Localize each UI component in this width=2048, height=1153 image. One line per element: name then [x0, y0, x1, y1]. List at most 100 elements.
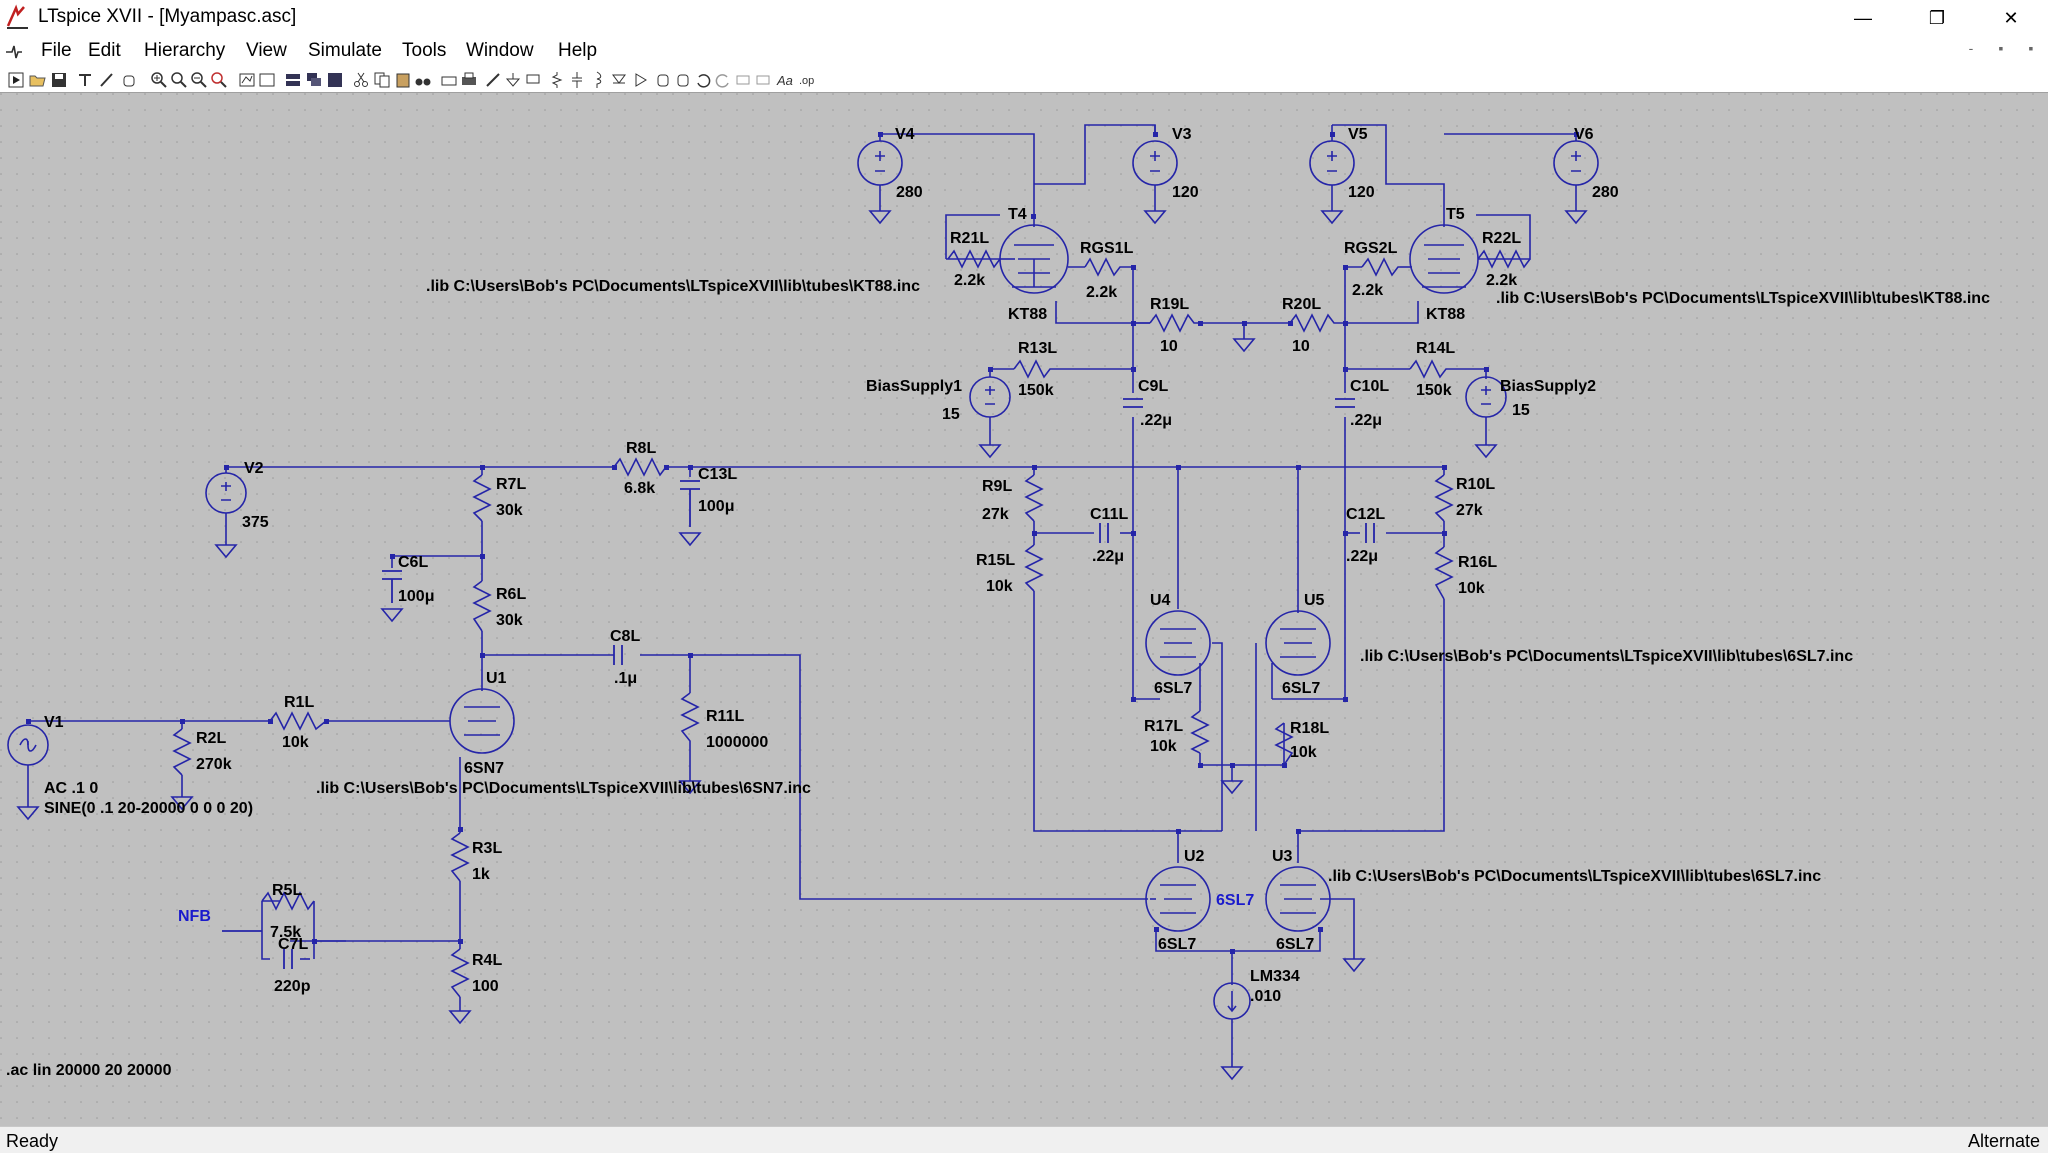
label-r16l: R16L — [1458, 554, 1497, 571]
menu-edit[interactable]: Edit — [88, 40, 121, 61]
print-icon[interactable] — [460, 71, 478, 89]
inductor-icon[interactable] — [588, 71, 606, 89]
mirror-icon[interactable] — [754, 71, 772, 89]
run-icon[interactable] — [8, 71, 26, 89]
label-r3l: R3L — [472, 840, 502, 857]
open-folder-icon[interactable] — [29, 71, 47, 89]
label-net-icon[interactable] — [524, 71, 542, 89]
label-r5l: R5L — [272, 882, 302, 899]
probe-icon[interactable] — [98, 71, 116, 89]
pan-hand-icon[interactable] — [120, 71, 138, 89]
status-text: Ready — [6, 1131, 59, 1151]
label-r5l-value: 7.5k — [270, 924, 301, 941]
menu-simulate[interactable]: Simulate — [308, 40, 382, 61]
ltspice-app-icon[interactable] — [4, 4, 30, 30]
menu-hierarchy[interactable]: Hierarchy — [144, 40, 226, 61]
svg-text:.op: .op — [799, 75, 814, 87]
close-button[interactable]: ✕ — [2003, 7, 2019, 28]
menu-file[interactable]: File — [41, 40, 72, 61]
drag-hand-icon[interactable] — [674, 71, 692, 89]
paste-icon[interactable] — [394, 71, 412, 89]
label-rgs1l: RGS1L — [1080, 240, 1134, 257]
toolbar: Aa .op — [0, 68, 2048, 93]
label-v1: V1 — [44, 714, 64, 731]
ground-icon[interactable] — [504, 71, 522, 89]
label-r2l: R2L — [196, 730, 226, 747]
label-r4l: R4L — [472, 952, 502, 969]
waveform-icon[interactable] — [258, 71, 276, 89]
label-r9l-value: 27k — [982, 506, 1009, 523]
label-u4-model: 6SL7 — [1154, 680, 1192, 697]
label-v1-ac: AC .1 0 — [44, 780, 98, 797]
cascade-icon[interactable] — [305, 71, 323, 89]
label-r17l-value: 10k — [1150, 738, 1177, 755]
schematic-canvas[interactable]: V4 280 V3 120 V5 120 V6 280 T4 KT88 T5 K… — [0, 92, 2048, 1126]
label-u1-model: 6SN7 — [464, 760, 504, 777]
label-v5: V5 — [1348, 126, 1368, 143]
label-r15l: R15L — [976, 552, 1015, 569]
label-r13l: R13L — [1018, 340, 1057, 357]
label-r13l-value: 150k — [1018, 382, 1054, 399]
zoom-in-icon[interactable] — [150, 71, 168, 89]
schematic-document-icon[interactable] — [4, 42, 24, 62]
label-r20l-value: 10 — [1292, 338, 1310, 355]
save-icon[interactable] — [50, 71, 68, 89]
mdi-minimize-button[interactable]: - — [1968, 40, 1974, 56]
label-u2-tag: 6SL7 — [1216, 892, 1254, 909]
undo-icon[interactable] — [694, 71, 712, 89]
component-labels: V4 280 V3 120 V5 120 V6 280 T4 KT88 T5 K… — [6, 126, 1990, 1079]
label-r21l-value: 2.2k — [954, 272, 985, 289]
text-icon[interactable]: Aa — [776, 71, 794, 89]
label-u3: U3 — [1272, 848, 1293, 865]
menu-tools[interactable]: Tools — [402, 40, 447, 61]
capacitor-icon[interactable] — [568, 71, 586, 89]
menu-window[interactable]: Window — [466, 40, 534, 61]
label-t5-model: KT88 — [1426, 306, 1465, 323]
tile-horizontal-icon[interactable] — [284, 71, 302, 89]
move-hand-icon[interactable] — [654, 71, 672, 89]
label-r1l-value: 10k — [282, 734, 309, 751]
zoom-out-icon[interactable] — [190, 71, 208, 89]
label-r10l: R10L — [1456, 476, 1495, 493]
label-r8l: R8L — [626, 440, 656, 457]
label-c11l: C11L — [1090, 506, 1128, 523]
copy-icon[interactable] — [373, 71, 391, 89]
mdi-close-button[interactable]: ▪ — [2028, 40, 2034, 56]
label-u4: U4 — [1150, 592, 1171, 609]
print-preview-icon[interactable] — [440, 71, 458, 89]
resistor-icon[interactable] — [548, 71, 566, 89]
menu-bar: File Edit Hierarchy View Simulate Tools … — [0, 36, 2048, 68]
label-r1l: R1L — [284, 694, 314, 711]
rotate-icon[interactable] — [734, 71, 752, 89]
label-biassupply1: BiasSupply1 — [866, 378, 962, 395]
control-panel-icon[interactable] — [76, 71, 94, 89]
lib-kt88-left: .lib C:\Users\Bob's PC\Documents\LTspice… — [426, 278, 920, 295]
draw-wire-icon[interactable] — [484, 71, 502, 89]
label-r9l: R9L — [982, 478, 1012, 495]
label-lm334: LM334 — [1250, 968, 1300, 985]
label-rgs2l: RGS2L — [1344, 240, 1398, 257]
zoom-pan-icon[interactable] — [170, 71, 188, 89]
find-icon[interactable] — [414, 71, 432, 89]
label-c13l: C13L — [698, 466, 737, 483]
label-v3: V3 — [1172, 126, 1192, 143]
restore-button[interactable]: ❐ — [1928, 7, 1946, 28]
mdi-restore-button[interactable]: ▪ — [1998, 40, 2004, 56]
label-t4: T4 — [1008, 206, 1027, 223]
zoom-fit-icon[interactable] — [210, 71, 228, 89]
cut-icon[interactable] — [352, 71, 370, 89]
menu-view[interactable]: View — [246, 40, 287, 61]
spice-directive-icon[interactable]: .op — [798, 71, 816, 89]
label-c6l-value: 100μ — [398, 588, 434, 605]
label-c8l-value: .1μ — [614, 670, 637, 687]
resistors — [172, 249, 1531, 998]
menu-help[interactable]: Help — [558, 40, 598, 61]
autorange-icon[interactable] — [238, 71, 256, 89]
close-windows-icon[interactable] — [326, 71, 344, 89]
redo-icon[interactable] — [714, 71, 732, 89]
diode-icon[interactable] — [610, 71, 628, 89]
label-lm334-value: .010 — [1250, 988, 1281, 1005]
minimize-button[interactable]: — — [1854, 7, 1872, 28]
component-icon[interactable] — [632, 71, 650, 89]
lib-6sl7-bottom: .lib C:\Users\Bob's PC\Documents\LTspice… — [1328, 868, 1821, 885]
